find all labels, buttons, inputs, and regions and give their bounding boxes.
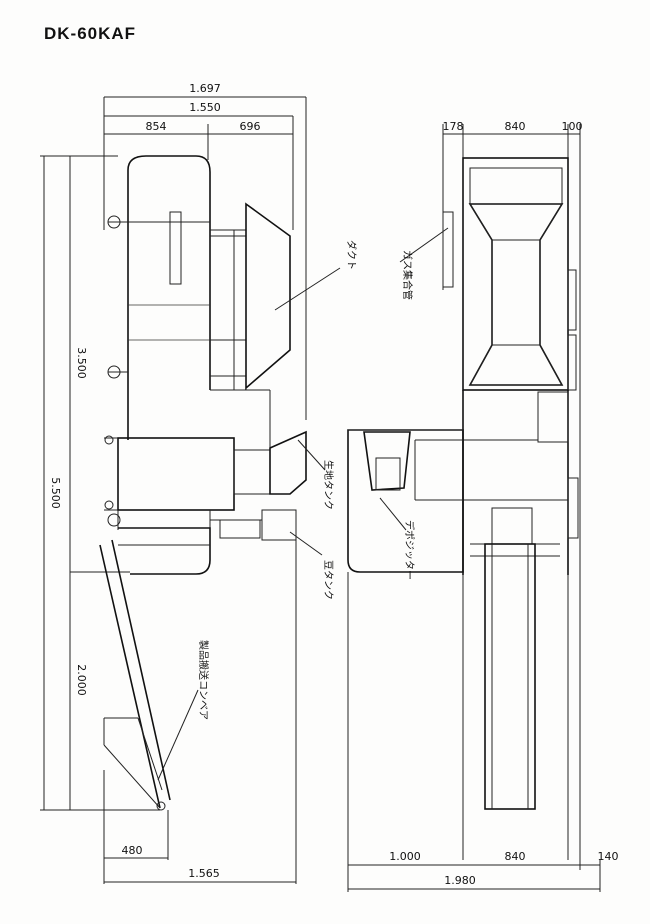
dim-front-left-base: 1.000 (389, 850, 421, 863)
dim-front-left-margin: 178 (443, 120, 464, 133)
dim-side-base-width: 1.565 (188, 867, 220, 880)
wheel-icon (104, 500, 114, 510)
duct-assembly (210, 202, 291, 455)
side-top-dimensions: 1.697 1.550 854 696 (103, 82, 307, 420)
label-bean-tank: 豆タンク (322, 560, 334, 600)
dim-side-body-width: 1.550 (189, 101, 221, 114)
label-depositor: デポジッター (403, 520, 416, 580)
depositor (347, 429, 464, 573)
front-bottom-dimensions: 1.000 840 140 1.980 (347, 572, 619, 892)
middle-unit (104, 437, 271, 560)
dim-front-body-width: 840 (505, 120, 526, 133)
dim-side-height-total: 5.500 (49, 477, 62, 509)
label-duct: ダクト (345, 240, 358, 270)
side-vertical-dimensions: 3.500 5.500 2.000 (40, 155, 160, 811)
side-view: 1.697 1.550 854 696 3.500 5.500 2.000 (40, 82, 358, 884)
dim-side-height-upper: 3.500 (75, 347, 88, 379)
side-bottom-dimensions: 480 1.565 (103, 540, 297, 884)
oven-front (442, 157, 577, 391)
dim-front-right-base: 140 (598, 850, 619, 863)
front-middle (462, 390, 579, 575)
bean-tank-side (210, 509, 297, 541)
label-dough-tank: 生地タンク (322, 460, 335, 510)
wheel-icon (107, 513, 121, 527)
wheel-icon (104, 435, 114, 445)
gas-manifold-pipe (442, 211, 454, 288)
dim-side-conveyor-base: 480 (122, 844, 143, 857)
oven-body (127, 155, 211, 440)
product-conveyor-front (462, 543, 569, 860)
front-labels: ガス集合管 デポジッター (379, 227, 449, 580)
label-product-conveyor: 製品搬送コンベア (197, 640, 210, 720)
dim-side-left-part: 854 (146, 120, 167, 133)
front-view: 178 840 100 (347, 120, 619, 892)
dim-front-total-width: 1.980 (444, 874, 476, 887)
lower-hopper (118, 527, 211, 575)
product-conveyor-side (99, 539, 171, 811)
dim-front-right-margin: 100 (562, 120, 583, 133)
dough-tank-side (269, 430, 307, 495)
roller-icon (156, 801, 166, 811)
dim-side-total-width: 1.697 (189, 82, 221, 95)
model-title: DK-60KAF (44, 24, 137, 43)
side-wheels (104, 215, 128, 527)
label-gas-manifold: ガス集合管 (401, 250, 414, 300)
dim-front-conveyor-width: 840 (505, 850, 526, 863)
dim-side-conveyor-height: 2.000 (75, 664, 88, 696)
side-labels: ダクト 生地タンク 豆タンク 製品搬送コンベア (157, 240, 358, 781)
dim-side-right-part: 696 (240, 120, 261, 133)
